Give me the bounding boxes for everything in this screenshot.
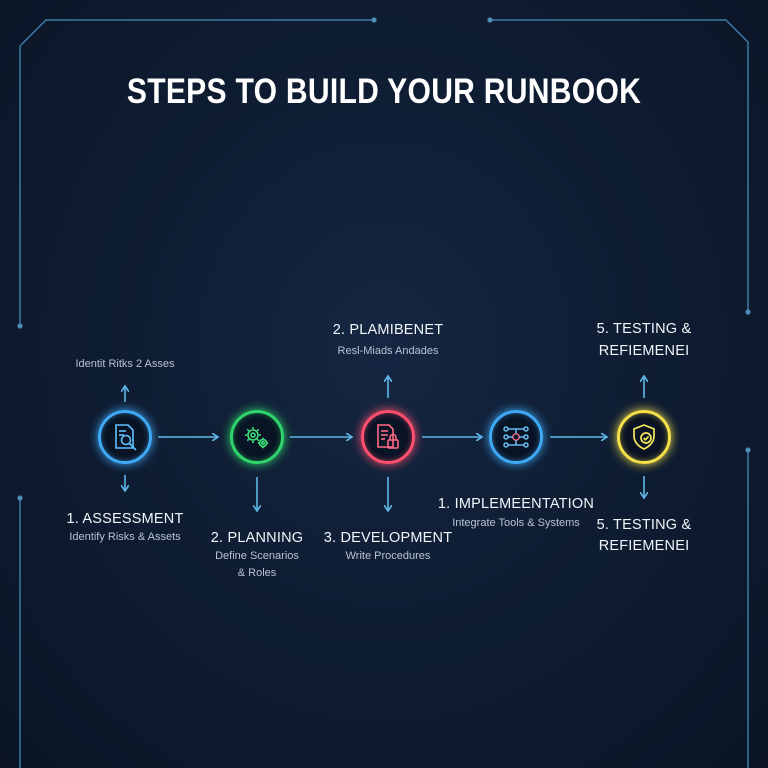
step-3-node [361, 410, 415, 464]
step-4-node [489, 410, 543, 464]
step-4-title: 1. IMPLEMEENTATION [437, 496, 595, 512]
step-3-top-subtitle: Resl-Miads Andades [337, 345, 439, 357]
step-3-top-title: 2. PLAMIBENET [332, 322, 444, 338]
step-2-title: 2. PLANNING [210, 530, 304, 546]
step-5-node [617, 410, 671, 464]
step-4-subtitle: Integrate Tools & Systems [452, 517, 580, 529]
step-5-top-title-line2: REFIEMENEI [598, 343, 690, 359]
step-2-subtitle-line1: Define Scenarios [215, 550, 299, 562]
step-5-title-line2: REFIEMENEI [598, 538, 690, 554]
step-2-subtitle-line2: & Roles [237, 567, 277, 579]
page-title: STEPS TO BUILD YOUR RUNBOOK [126, 72, 642, 111]
step-2-node [230, 410, 284, 464]
step-1-top-label: Identit Ritks 2 Asses [75, 358, 175, 370]
gears-icon [245, 427, 269, 449]
step-5-top-title-line1: 5. TESTING & [596, 321, 692, 337]
step-1-node [98, 410, 152, 464]
document-search-icon [115, 424, 137, 451]
step-1-subtitle: Identify Risks & Assets [69, 531, 181, 543]
step-1-title: 1. ASSESSMENT [66, 511, 184, 527]
step-3-subtitle: Write Procedures [345, 550, 431, 562]
step-5-title-line1: 5. TESTING & [596, 517, 692, 533]
step-3-title: 3. DEVELOPMENT [323, 530, 453, 546]
shield-check-icon [633, 424, 655, 450]
network-nodes-icon [503, 426, 529, 448]
document-lock-icon [377, 424, 399, 449]
